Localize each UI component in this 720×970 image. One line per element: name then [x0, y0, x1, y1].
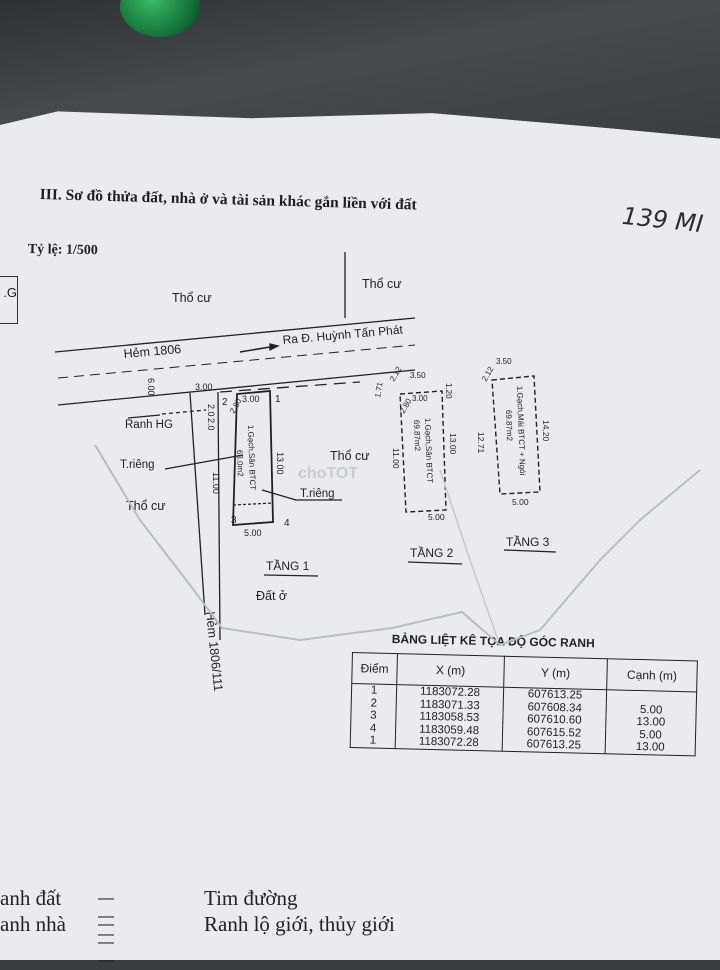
- lot1-text-2: 63.0m2: [235, 450, 245, 478]
- lot3-text-1: 1.Gạch,Mái BTCT + Ngói: [515, 386, 527, 476]
- map-label-t-rieng-1: T.riêng: [120, 459, 155, 471]
- map-label-direction: Ra Đ. Huỳnh Tấn Phát: [282, 322, 404, 347]
- map-label-tho-cu-2: Thổ cư: [362, 277, 402, 291]
- map-label-tho-cu-4: Thổ cư: [126, 499, 166, 513]
- point-1: 1: [275, 394, 281, 405]
- cell-point: 1: [350, 733, 396, 749]
- cell-point: 2: [351, 696, 397, 711]
- watermark: choTOT: [298, 465, 358, 482]
- legend-dash-1: — — —: [98, 890, 116, 943]
- header-edge: Cạnh (m): [606, 658, 698, 692]
- boundary-dashed-east: [219, 381, 361, 393]
- point-2: 2: [222, 397, 228, 408]
- legend-item-ranh-lo-gioi: Ranh lộ giới, thủy giới: [204, 912, 395, 936]
- legend-item-tim-duong: Tim đường: [204, 886, 298, 910]
- point-4: 4: [284, 518, 290, 529]
- legend-item-ranh-dat: anh đất: [0, 886, 62, 910]
- legend-dash-2: — — —: [98, 916, 116, 969]
- dim-2-0-b: 2.0: [206, 418, 216, 431]
- ranh-hg-leader: [127, 414, 161, 419]
- header-point: Điểm: [351, 652, 398, 685]
- ranh-hg-line: [161, 409, 207, 415]
- header-x: X (m): [396, 653, 505, 688]
- t-rieng-leader-1: [164, 454, 244, 470]
- tang3-underline: [503, 549, 557, 553]
- map-label-dat-o: Đất ở: [256, 589, 287, 603]
- cell-edge: 13.00: [605, 740, 696, 756]
- map-label-tang-3: TẦNG 3: [506, 534, 550, 549]
- dim-5-00-c: 5.00: [512, 497, 529, 507]
- map-label-tho-cu-1: Thổ cư: [172, 291, 212, 305]
- lot2-text-1: 1.Gạch,Sân BTCT: [423, 418, 434, 484]
- header-y: Y (m): [503, 656, 608, 690]
- dim-3-50-a: 3.50: [410, 371, 426, 380]
- coord-table: Điểm X (m) Y (m) Cạnh (m) 1 1183072.28 6…: [350, 652, 698, 756]
- dim-11-00-a: 11.00: [211, 472, 221, 494]
- alley-line-left: [189, 392, 206, 616]
- dim-6-00: 6.00: [146, 378, 156, 396]
- tang1-underline: [263, 574, 319, 577]
- edge-stamp: .G: [0, 276, 18, 324]
- cell-point: 3: [350, 708, 397, 723]
- road-center-line: [57, 344, 416, 379]
- dim-3-50-b: 3.50: [496, 357, 512, 366]
- lot3-text-2: 69.87m2: [504, 410, 514, 442]
- dim-1-71: 1.71: [373, 381, 385, 398]
- dim-13-00-a: 13.00: [275, 452, 285, 475]
- cell-point: 4: [350, 721, 396, 736]
- point-3: 3: [231, 515, 237, 526]
- dim-3-00-c: 3.00: [412, 394, 428, 403]
- dim-12-71: 12.71: [476, 432, 486, 454]
- cell-point: 1: [351, 683, 397, 698]
- legend-item-ranh-nha: anh nhà: [0, 912, 66, 936]
- dim-13-00-b: 13.00: [448, 433, 458, 455]
- dim-5-00-b: 5.00: [428, 512, 445, 522]
- map-label-t-rieng-2: T.riêng: [300, 488, 335, 500]
- map-label-hem-111: Hẻm 1806/111: [203, 611, 225, 692]
- dim-1-20: 1.20: [444, 383, 453, 399]
- alley-line-right: [217, 391, 221, 641]
- road-line-top: [54, 317, 416, 353]
- cell-y: 607613.25: [502, 737, 606, 754]
- dim-5-00-a: 5.00: [244, 528, 262, 538]
- dim-2-12-a: 2.12: [388, 365, 404, 383]
- map-label-tho-cu-3: Thổ cư: [330, 449, 370, 463]
- cell-x: 1183072.28: [395, 735, 503, 751]
- dim-3-00-a: 3.00: [195, 382, 213, 392]
- map-label-tang-2: TẦNG 2: [410, 545, 454, 560]
- lot2-text-2: 69.87m2: [412, 420, 422, 452]
- dim-3-00-b: 3.00: [242, 394, 260, 404]
- coord-table-wrap: Điểm X (m) Y (m) Cạnh (m) 1 1183072.28 6…: [350, 652, 698, 756]
- dim-11-00-b: 11.00: [391, 448, 401, 469]
- map-label-ranh-hg: Ranh HG: [125, 419, 173, 431]
- dim-14-20: 14.20: [541, 420, 551, 442]
- map-label-hem: Hẻm 1806: [123, 342, 182, 361]
- lot-inner-line: [232, 502, 274, 506]
- direction-arrow-shaft: [239, 346, 271, 353]
- direction-arrow-head: [269, 343, 280, 352]
- lot1-text-1: 1.Gạch,Sân BTCT: [246, 425, 257, 491]
- tang2-underline: [407, 561, 463, 565]
- dim-2-0-a: 2.0: [206, 404, 216, 417]
- t-rieng-leader-2a: [261, 489, 297, 501]
- map-label-tang-1: TẦNG 1: [266, 558, 310, 573]
- road-line-bottom: [57, 369, 416, 406]
